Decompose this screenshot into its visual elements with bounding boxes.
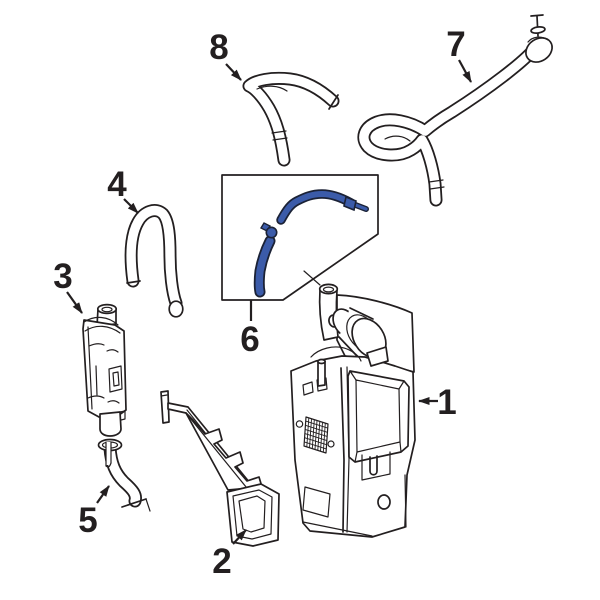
hose-clamp-fitting bbox=[525, 14, 553, 63]
part-1-pump-assembly[interactable] bbox=[290, 283, 416, 538]
vent-pin bbox=[317, 360, 326, 387]
pump-cylinder bbox=[310, 307, 389, 367]
callout-5-label[interactable]: 5 bbox=[78, 501, 97, 540]
detail-box-pointer-line bbox=[303, 270, 321, 286]
callout-3-label[interactable]: 3 bbox=[53, 257, 72, 296]
callout-8-label[interactable]: 8 bbox=[209, 28, 228, 67]
callout-4-label[interactable]: 4 bbox=[107, 165, 127, 204]
part-6-hose-highlighted[interactable] bbox=[253, 189, 369, 298]
part-8-hose[interactable] bbox=[242, 71, 340, 167]
callout-3-arrow bbox=[66, 291, 83, 314]
callout-7-arrow bbox=[458, 59, 472, 83]
callout-2-arrow bbox=[232, 529, 247, 545]
part-3-canister[interactable] bbox=[82, 303, 127, 437]
part-7-hose[interactable] bbox=[357, 14, 557, 207]
part-6-detail[interactable] bbox=[221, 174, 379, 301]
hose-clamp bbox=[265, 226, 278, 239]
part-4-hose[interactable] bbox=[124, 204, 184, 318]
callout-1-label[interactable]: 1 bbox=[437, 383, 456, 422]
callout-6-label[interactable]: 6 bbox=[240, 320, 259, 359]
part-2-bracket[interactable] bbox=[160, 390, 280, 547]
callout-7-label[interactable]: 7 bbox=[446, 25, 465, 64]
grille-grid bbox=[303, 416, 329, 454]
callout-5-arrow bbox=[96, 485, 110, 504]
part-5-hose[interactable] bbox=[97, 438, 151, 512]
callout-2-label[interactable]: 2 bbox=[212, 542, 231, 581]
inlet-pipe bbox=[318, 283, 340, 341]
callouts: 8 7 4 3 6 5 2 1 bbox=[53, 25, 472, 581]
hose-end-opening bbox=[168, 300, 184, 318]
callout-8-arrow bbox=[225, 63, 242, 81]
detail-box bbox=[221, 174, 379, 301]
callout-4-arrow bbox=[123, 198, 139, 214]
hose-barb-fitting bbox=[343, 195, 357, 212]
